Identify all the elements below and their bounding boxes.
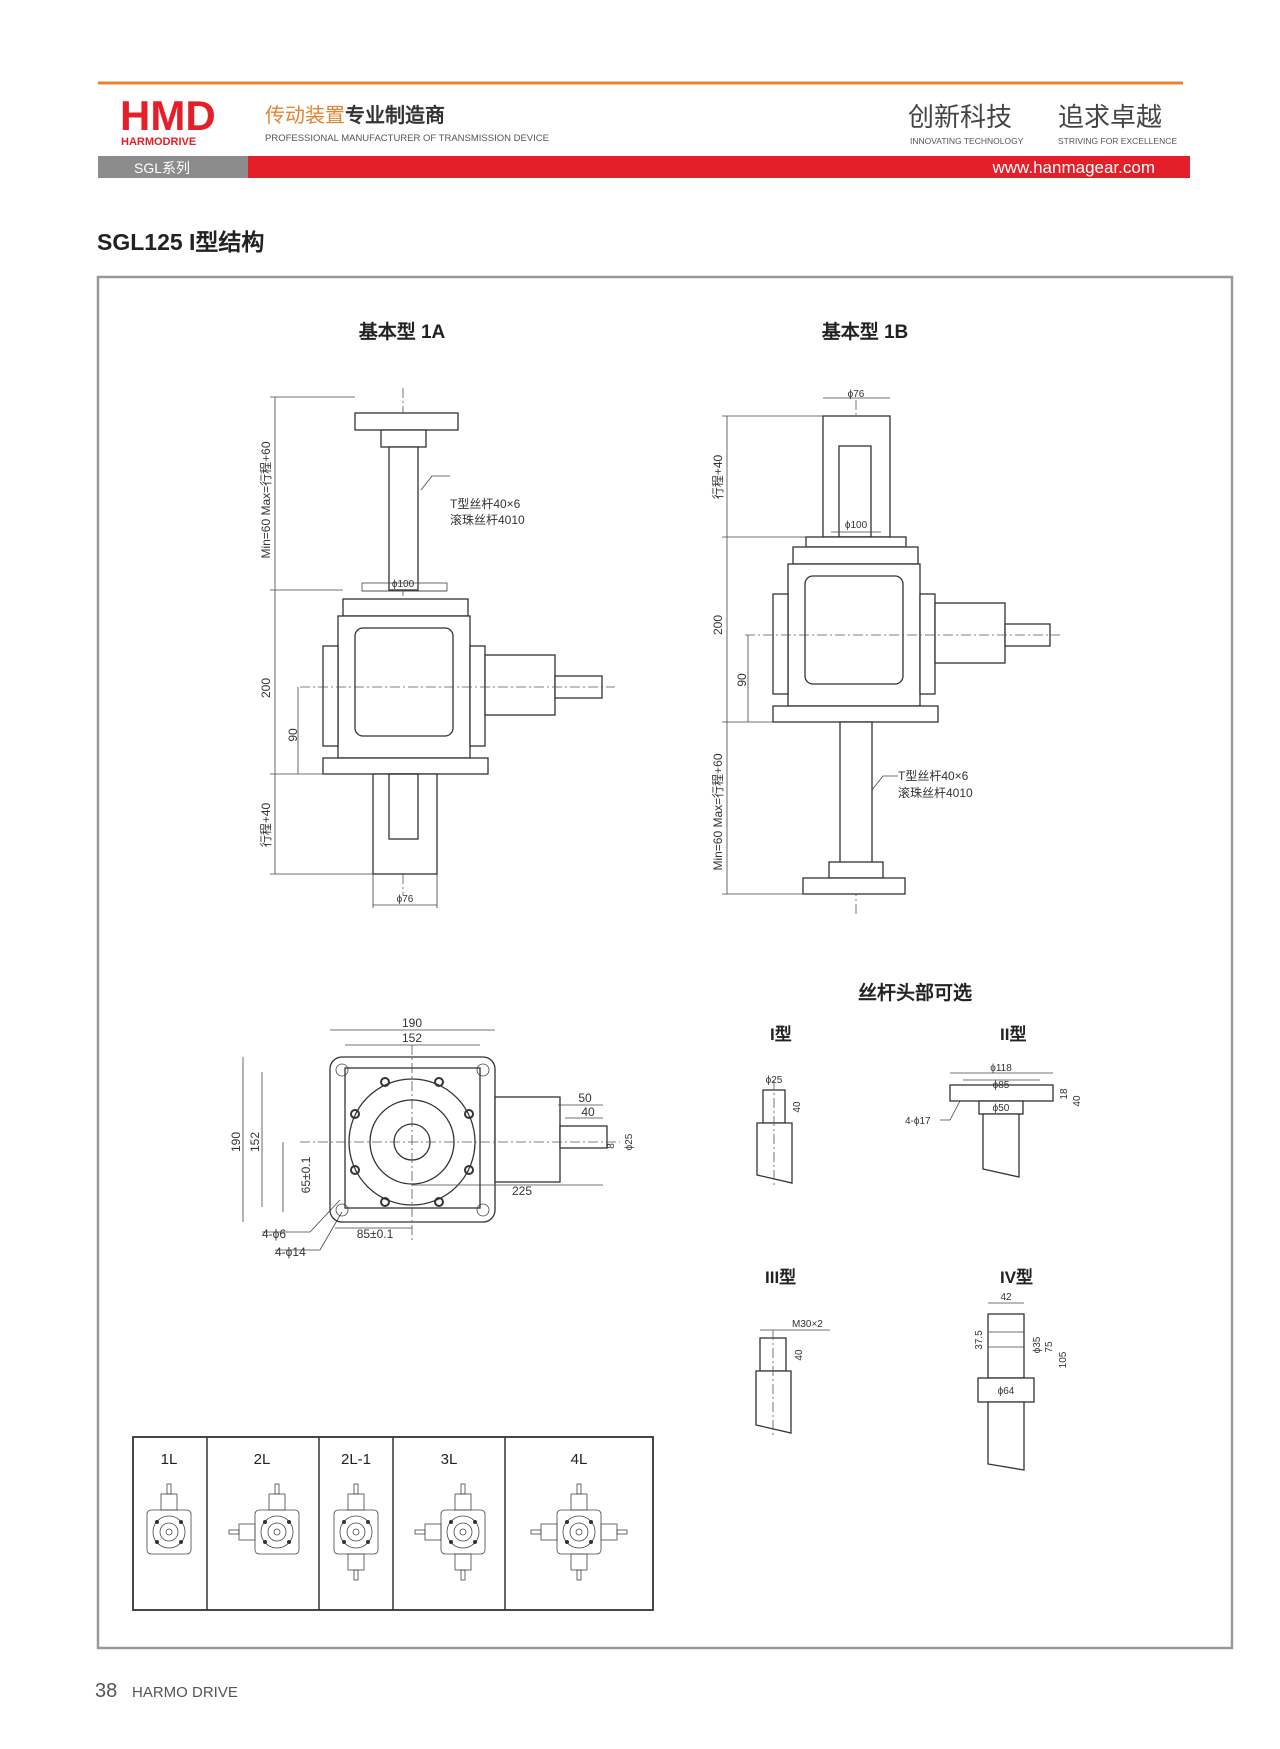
svg-text:T型丝杆40×6: T型丝杆40×6	[898, 769, 969, 783]
svg-text:HMD: HMD	[120, 92, 216, 139]
svg-text:90: 90	[286, 728, 300, 742]
svg-text:225: 225	[512, 1184, 532, 1198]
svg-text:滚珠丝杆4010: 滚珠丝杆4010	[898, 785, 973, 800]
svg-text:200: 200	[711, 615, 725, 635]
drawing-frame	[96, 275, 1234, 1650]
slogan-1: 创新科技	[908, 103, 1012, 133]
svg-text:滚珠丝杆4010: 滚珠丝杆4010	[450, 512, 525, 527]
footer-brand: HARMO DRIVE	[132, 1684, 238, 1701]
svg-text:HARMODRIVE: HARMODRIVE	[121, 136, 196, 148]
svg-text:75: 75	[1044, 1341, 1055, 1353]
svg-text:行程+40: 行程+40	[258, 802, 273, 847]
slogan-1-en: INNOVATING TECHNOLOGY	[910, 136, 1024, 146]
svg-text:ϕ76: ϕ76	[848, 389, 865, 400]
svg-text:190: 190	[402, 1016, 422, 1030]
svg-text:ϕ118: ϕ118	[990, 1063, 1012, 1074]
tagline-orange: 传动装置	[265, 104, 345, 127]
svg-text:ϕ35: ϕ35	[1032, 1336, 1043, 1353]
svg-text:40: 40	[792, 1101, 803, 1113]
series-label: SGL系列	[134, 160, 190, 176]
svg-text:ϕ50: ϕ50	[993, 1103, 1010, 1114]
svg-text:40: 40	[794, 1349, 805, 1361]
svg-text:III型: III型	[765, 1267, 796, 1287]
svg-text:ϕ64: ϕ64	[998, 1386, 1015, 1397]
svg-text:T型丝杆40×6: T型丝杆40×6	[450, 497, 521, 511]
drawing-1b-title: 基本型 1B	[821, 320, 909, 343]
brand-logo: HMD HARMODRIVE	[120, 92, 216, 148]
svg-text:ϕ100: ϕ100	[392, 579, 415, 590]
svg-text:37.5: 37.5	[974, 1330, 985, 1350]
series-bar	[98, 156, 248, 178]
tagline-en: PROFESSIONAL MANUFACTURER OF TRANSMISSIO…	[265, 133, 549, 144]
svg-text:I型: I型	[770, 1024, 792, 1044]
svg-text:152: 152	[402, 1031, 422, 1045]
configuration-table: 1L 2L 2L-1 3L 4L	[132, 1436, 654, 1611]
drawing-1a: 基本型 1A Min=60 Max=行程+60 200 90 行程+40 ϕ10…	[258, 320, 615, 908]
red-banner	[248, 156, 1190, 178]
config-2l-1: 2L-1	[341, 1451, 371, 1468]
svg-text:105: 105	[1058, 1351, 1069, 1368]
config-2l: 2L	[254, 1451, 271, 1468]
svg-text:IV型: IV型	[1000, 1267, 1033, 1287]
drawing-1b: 基本型 1B ϕ76 ϕ100 行程+40 200 90 Min=60 Max=…	[710, 320, 1060, 915]
svg-text:42: 42	[1000, 1292, 1012, 1303]
page-title: SGL125 I型结构	[97, 229, 264, 255]
svg-text:M30×2: M30×2	[792, 1319, 823, 1330]
svg-text:II型: II型	[1000, 1024, 1026, 1044]
svg-text:ϕ25: ϕ25	[766, 1075, 783, 1086]
svg-text:152: 152	[248, 1132, 262, 1152]
svg-text:行程+40: 行程+40	[710, 454, 725, 499]
config-3l: 3L	[441, 1451, 458, 1468]
plan-view-drawing: 190 152 190 152 65±0.1 85±0.1 50 40 8 ϕ2…	[229, 1016, 635, 1259]
svg-text:4-ϕ14: 4-ϕ14	[275, 1245, 306, 1259]
svg-text:ϕ25: ϕ25	[624, 1133, 635, 1150]
website-link[interactable]: www.hanmagear.com	[991, 158, 1155, 177]
slogan-2-en: STRIVING FOR EXCELLENCE	[1058, 136, 1177, 146]
tagline-dark: 专业制造商	[345, 103, 445, 127]
svg-text:Min=60 Max=行程+60: Min=60 Max=行程+60	[710, 753, 725, 870]
svg-text:ϕ85: ϕ85	[993, 1080, 1010, 1091]
svg-text:90: 90	[735, 673, 749, 687]
page-number: 38	[95, 1680, 117, 1702]
screw-head-options: 丝杆头部可选 I型 II型 III型 IV型 ϕ25 40 ϕ118 ϕ85 ϕ…	[755, 981, 1083, 1471]
svg-text:40: 40	[1072, 1095, 1083, 1107]
svg-text:50: 50	[578, 1091, 592, 1105]
drawing-1a-title: 基本型 1A	[358, 320, 446, 343]
config-1l: 1L	[161, 1451, 178, 1468]
head-options-title: 丝杆头部可选	[858, 981, 972, 1004]
svg-text:ϕ100: ϕ100	[845, 520, 868, 531]
svg-text:85±0.1: 85±0.1	[357, 1227, 394, 1241]
svg-text:4-ϕ17: 4-ϕ17	[905, 1116, 931, 1127]
svg-text:Min=60 Max=行程+60: Min=60 Max=行程+60	[258, 441, 273, 558]
config-4l: 4L	[571, 1451, 588, 1468]
slogan-2: 追求卓越	[1058, 103, 1162, 133]
svg-text:65±0.1: 65±0.1	[299, 1156, 313, 1193]
svg-text:ϕ76: ϕ76	[397, 894, 414, 905]
svg-text:4-ϕ6: 4-ϕ6	[262, 1227, 286, 1241]
svg-text:40: 40	[581, 1105, 595, 1119]
svg-text:18: 18	[1059, 1088, 1070, 1100]
svg-text:200: 200	[259, 678, 273, 698]
svg-text:8: 8	[606, 1143, 617, 1149]
svg-text:190: 190	[229, 1132, 243, 1152]
